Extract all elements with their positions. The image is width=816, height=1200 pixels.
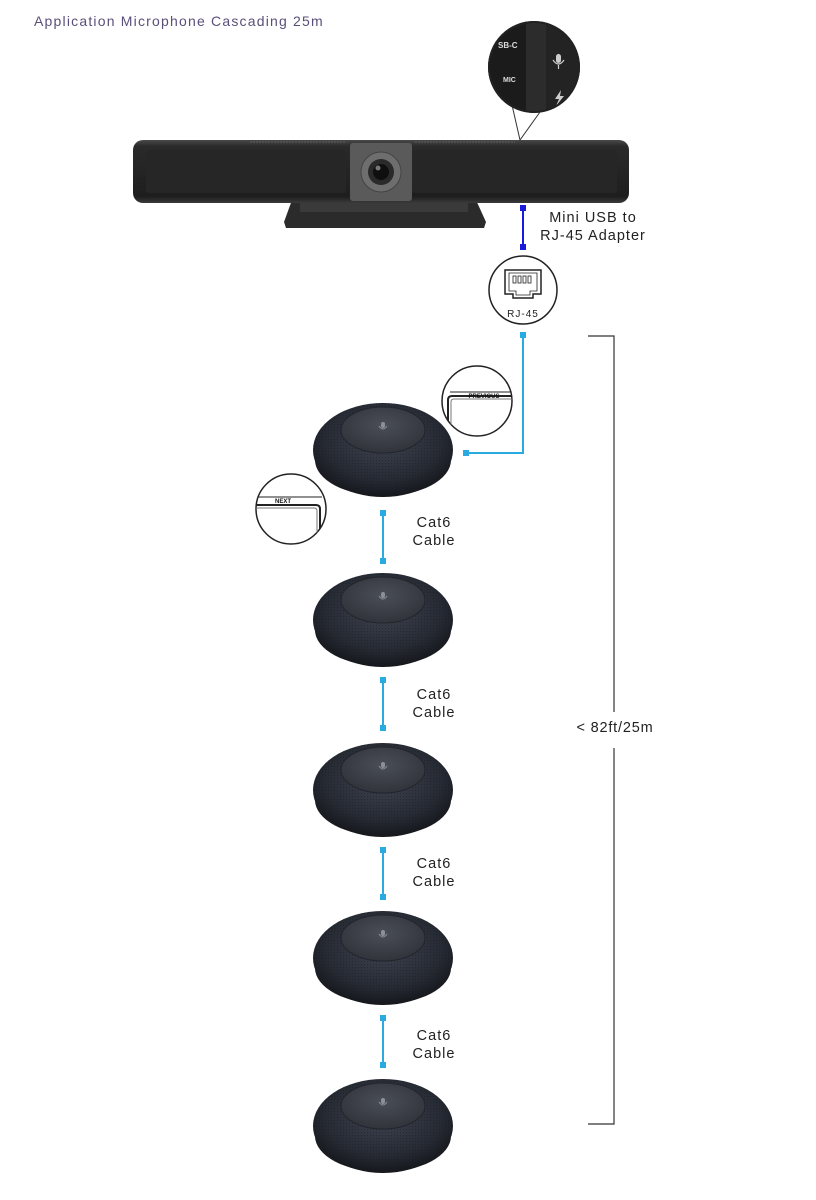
microphone-icon xyxy=(378,930,388,938)
microphone-icon xyxy=(552,54,565,69)
cable-label-line2: Cable xyxy=(412,1046,456,1062)
microphone-pod xyxy=(313,911,453,1005)
next-port-label: NEXT xyxy=(275,499,291,505)
zoom-pointer-line xyxy=(519,111,541,141)
cable-label-line1: Cat6 xyxy=(416,515,452,531)
cat6-cable-link xyxy=(380,847,386,900)
microphone-pod xyxy=(313,403,453,497)
cable-label: Cat6 Cable xyxy=(404,855,464,891)
usb-c-port-label: SB-C xyxy=(498,41,518,50)
adapter-label-line1: Mini USB to xyxy=(549,210,637,226)
power-bolt-icon xyxy=(555,90,564,106)
rj45-connector: RJ-45 xyxy=(488,255,558,325)
cat6-cable-link xyxy=(380,1015,386,1068)
cable-label-line2: Cable xyxy=(412,533,456,549)
microphone-pod xyxy=(313,1079,453,1173)
previous-port-zoom: PREVIOUS xyxy=(441,365,513,437)
adapter-label: Mini USB to RJ-45 Adapter xyxy=(538,209,648,245)
cable-label-line2: Cable xyxy=(412,705,456,721)
zoom-pointer-line xyxy=(511,104,521,141)
microphone-icon xyxy=(378,762,388,770)
mic-port-label: MIC xyxy=(503,77,516,84)
rj45-label: RJ-45 xyxy=(507,309,539,320)
mini-usb-adapter-link xyxy=(520,205,526,250)
adapter-label-line2: RJ-45 Adapter xyxy=(540,228,646,244)
diagram-title: Application Microphone Cascading 25m xyxy=(34,13,324,29)
range-label: < 82ft/25m xyxy=(576,720,654,736)
microphone-icon xyxy=(378,422,388,430)
cable-label-line1: Cat6 xyxy=(416,687,452,703)
cable-label: Cat6 Cable xyxy=(404,686,464,722)
microphone-icon xyxy=(378,592,388,600)
rj45-icon xyxy=(504,269,542,299)
cable-label: Cat6 Cable xyxy=(404,514,464,550)
next-port-zoom: NEXT xyxy=(255,473,327,545)
previous-port-label: PREVIOUS xyxy=(468,394,499,400)
microphone-pod xyxy=(313,743,453,837)
cable-label-line1: Cat6 xyxy=(416,856,452,872)
cat6-cable-link xyxy=(380,510,386,564)
cable-label: Cat6 Cable xyxy=(404,1027,464,1063)
cable-rj45-to-mic1 xyxy=(463,332,526,456)
range-bracket xyxy=(588,335,615,1125)
cable-label-line1: Cat6 xyxy=(416,1028,452,1044)
microphone-pod xyxy=(313,573,453,667)
video-bar xyxy=(133,140,629,228)
camera-ports-zoom: SB-C MIC xyxy=(488,21,580,113)
microphone-icon xyxy=(378,1098,388,1106)
cat6-cable-link xyxy=(380,677,386,731)
cable-label-line2: Cable xyxy=(412,874,456,890)
